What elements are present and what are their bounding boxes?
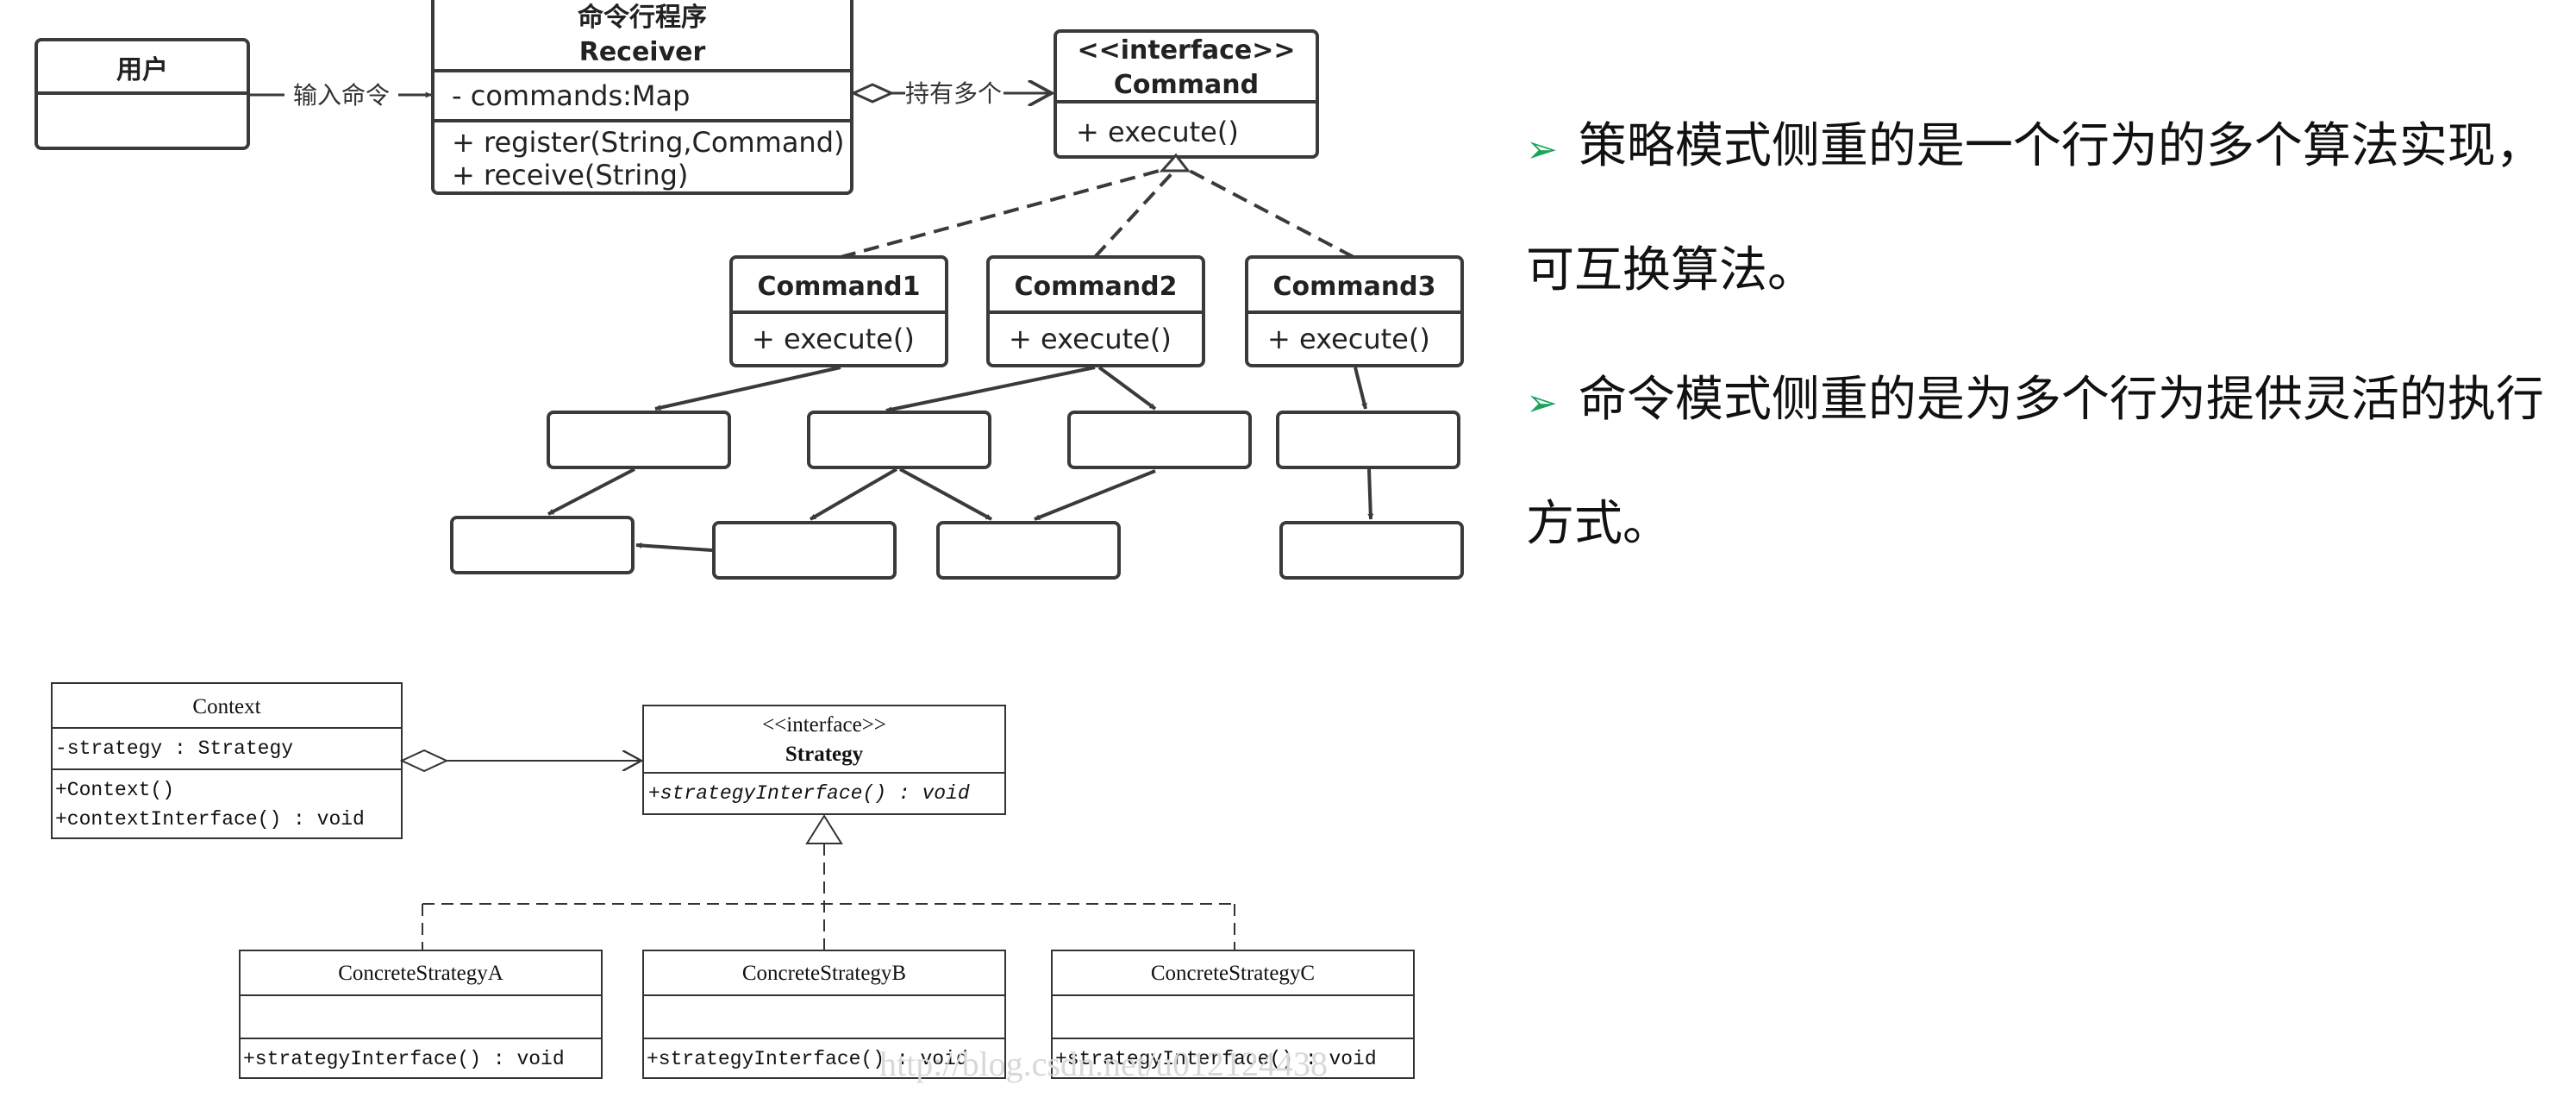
strategy-name: Strategy [785,743,864,766]
edge-input-command-label: 输入命令 [293,81,390,110]
context-attribute: -strategy : Strategy [55,737,293,760]
bullet-arrow-icon: ➢ [1526,128,1558,172]
strategy-stereotype: <<interface>> [762,713,886,737]
edge-concretes-to-strategy [422,814,1235,950]
concrete-strategy-a-box: ConcreteStrategyA +strategyInterface() :… [239,950,603,1079]
concrete-strategy-c-name: ConcreteStrategyC [1151,962,1315,985]
command1-class-box: Command1 + execute() [729,255,948,367]
command-interface-method: + execute() [1076,116,1239,148]
command3-class-box: Command3 + execute() [1245,255,1464,367]
command-interface-stereotype: <<interface>> [1077,35,1295,66]
receiver-method-receive: + receive(String) [452,159,688,191]
action-box [1067,411,1252,469]
command1-method: + execute() [752,323,915,355]
edge-context-to-strategy [399,749,641,773]
user-class-title: 用户 [116,55,168,85]
bullet-item-command: ➢命令模式侧重的是为多个行为提供灵活的执行方式。 [1526,340,2560,585]
action-edges [547,366,1374,552]
edge-user-to-receiver: 输入命令 [248,81,432,110]
receiver-title-line2: Receiver [579,37,706,67]
concrete-strategy-b-name: ConcreteStrategyB [742,962,906,985]
command2-method: + execute() [1009,323,1172,355]
bullet-text-command: 命令模式侧重的是为多个行为提供灵活的执行方式。 [1526,372,2544,552]
edge-receiver-to-command: 持有多个 [850,79,1052,108]
command-interface-box: <<interface>> Command + execute() [1054,29,1319,159]
receiver-title-line1: 命令行程序 [578,3,707,33]
concrete-strategy-b-box: ConcreteStrategyB +strategyInterface() :… [642,950,1006,1079]
user-class-box: 用户 [34,38,250,150]
concrete-strategy-a-name: ConcreteStrategyA [338,962,503,985]
context-class-box: Context -strategy : Strategy +Context() … [51,682,403,839]
strategy-diagram: Context -strategy : Strategy +Context() … [51,682,1415,1079]
action-box [712,521,897,580]
comparison-bullets: ➢策略模式侧重的是一个行为的多个算法实现，可互换算法。 ➢命令模式侧重的是为多个… [1526,86,2560,593]
action-box [1276,411,1460,469]
action-box [807,411,991,469]
strategy-method: +strategyInterface() : void [648,782,970,805]
context-name: Context [192,695,260,718]
context-constructor: +Context() [55,779,174,801]
realization-triangle-icon [1159,153,1191,172]
bullet-item-strategy: ➢策略模式侧重的是一个行为的多个算法实现，可互换算法。 [1526,86,2560,331]
command3-name: Command3 [1272,272,1435,302]
receiver-attribute: - commands:Map [452,79,690,112]
command2-class-box: Command2 + execute() [986,255,1205,367]
concrete-strategy-c-box: ConcreteStrategyC +strategyInterface() :… [1051,950,1415,1079]
action-box [450,516,635,574]
command1-name: Command1 [757,272,920,302]
receiver-class-box: 命令行程序 Receiver - commands:Map + register… [431,0,853,195]
generalization-triangle-icon [805,814,843,844]
watermark: http://blog.csdn.net/u012124438 [879,1044,1328,1083]
receiver-method-register: + register(String,Command) [452,126,845,159]
command3-method: + execute() [1267,323,1430,355]
command2-name: Command2 [1014,272,1177,302]
concrete-strategy-b-method: +strategyInterface() : void [647,1048,968,1070]
action-box [1279,521,1464,580]
command-interface-name: Command [1114,70,1259,100]
context-method: +contextInterface() : void [55,808,365,831]
strategy-interface-box: <<interface>> Strategy +strategyInterfac… [642,705,1006,815]
realization-edges [840,153,1354,259]
bullet-arrow-icon: ➢ [1526,381,1558,425]
concrete-strategy-c-method: +strategyInterface() : void [1055,1048,1377,1070]
edge-holds-many-label: 持有多个 [905,79,1002,108]
action-box [936,521,1121,580]
action-box [547,411,731,469]
bullet-text-strategy: 策略模式侧重的是一个行为的多个算法实现，可互换算法。 [1526,118,2544,298]
concrete-strategy-a-method: +strategyInterface() : void [243,1048,565,1070]
command-diagram: 用户 命令行程序 Receiver - commands:Map + regis… [34,0,1464,580]
